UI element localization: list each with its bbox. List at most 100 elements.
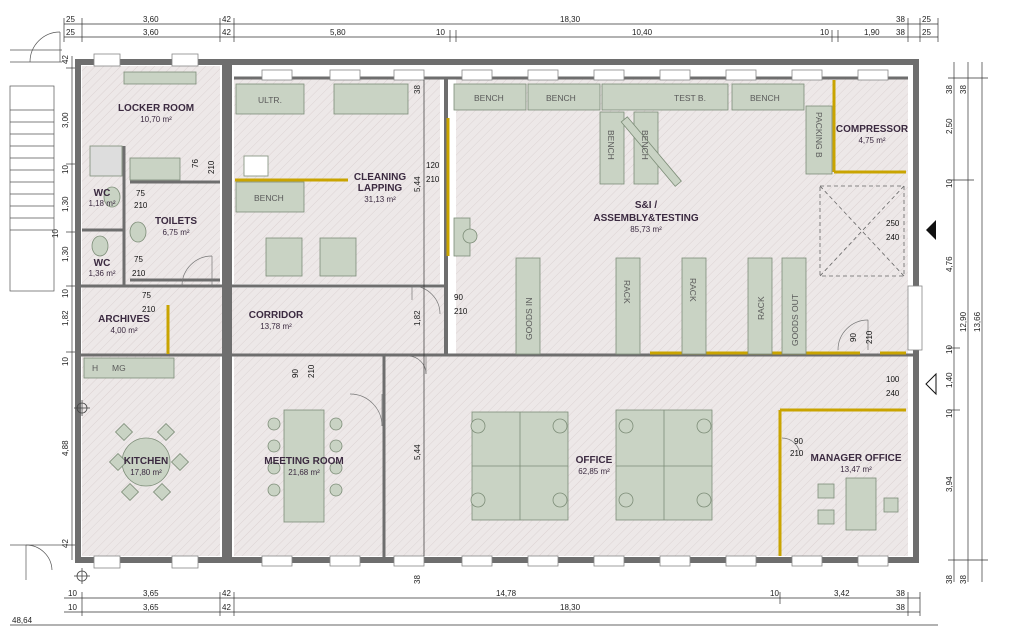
- dim-left-7: 10: [61, 289, 70, 298]
- lapping-machine-1: [265, 237, 303, 277]
- dimension-center-text: 38 5,44 1,82 5,44 38: [413, 85, 422, 584]
- bench3-label: BENCH: [750, 93, 780, 103]
- dimension-bottom: [10, 592, 938, 626]
- rack1-label: RACK: [622, 280, 632, 304]
- dim-right-7: 10: [945, 409, 954, 418]
- locker-room-name: LOCKER ROOM: [118, 103, 194, 114]
- dim-center-5: 38: [413, 575, 422, 584]
- dimension-top-text: 25 3,60 42 18,30 38 25 25 3,60 42 5,80 1…: [66, 15, 931, 37]
- compressor-area: 4,75 m²: [858, 136, 885, 145]
- dim-right-9: 38: [945, 575, 954, 584]
- gate-upper-w: 250: [886, 219, 900, 228]
- door-wc1-h: 210: [134, 201, 148, 210]
- dim-bot2-5: 38: [896, 603, 905, 612]
- sink-mg-label: MG: [112, 363, 126, 373]
- dim-top-5: 38: [896, 15, 905, 24]
- door-toilets-h: 210: [207, 160, 216, 174]
- door-wc2-h: 210: [132, 269, 146, 278]
- door-assembly-w: 90: [454, 293, 463, 302]
- dim-right-8: 3,94: [945, 476, 954, 492]
- door-archives-w: 75: [142, 291, 151, 300]
- dim-top-1: 25: [66, 15, 75, 24]
- compressor-name: COMPRESSOR: [836, 124, 909, 135]
- gate-lower-w: 100: [886, 375, 900, 384]
- doors: [181, 255, 869, 457]
- manager-furniture: [817, 477, 899, 531]
- dim-left-3: 10: [61, 165, 70, 174]
- assembly-furniture: [453, 83, 833, 355]
- dim-left-5: 10: [51, 229, 60, 238]
- dim-left-11: 42: [61, 539, 70, 548]
- dim-left-6: 1,30: [61, 246, 70, 262]
- gate-area: [819, 185, 905, 277]
- toilets-name: TOILETS: [155, 216, 197, 227]
- cleaning-area: 31,13 m²: [364, 195, 396, 204]
- dim-center-3: 1,82: [413, 310, 422, 326]
- dim-top2-4: 5,80: [330, 28, 346, 37]
- dim-bot2-2: 3,65: [143, 603, 159, 612]
- office-furniture: [470, 409, 713, 521]
- dim-overall: 48,64: [12, 616, 33, 625]
- bench-cleaning: [235, 181, 305, 213]
- dim-bot2-1: 10: [68, 603, 77, 612]
- gate-lower-h: 240: [886, 389, 900, 398]
- test-b-label: TEST B.: [674, 93, 706, 103]
- door-wc1-w: 75: [136, 189, 145, 198]
- bench-v2-label: BENCH: [640, 130, 650, 160]
- assembly-area: 85,73 m²: [630, 225, 662, 234]
- office-area: 62,85 m²: [578, 467, 610, 476]
- dim-top2-5: 10: [436, 28, 445, 37]
- door-archives-h: 210: [142, 305, 156, 314]
- assembly-name-1: S&I /: [635, 200, 657, 211]
- dim-top-2: 3,60: [143, 15, 159, 24]
- bench-v1-label: BENCH: [606, 130, 616, 160]
- corridor-name: CORRIDOR: [249, 310, 304, 321]
- toilets-area: 6,75 m²: [162, 228, 189, 237]
- dim-top-6: 25: [922, 15, 931, 24]
- hydrant-symbol: [74, 400, 90, 584]
- dim-top2-9: 38: [896, 28, 905, 37]
- dimension-top: [63, 18, 939, 42]
- door-compressor-w: 90: [849, 333, 858, 342]
- bench-cleaning-label: BENCH: [254, 193, 284, 203]
- dim-top2-8: 1,90: [864, 28, 880, 37]
- dim-bot-5: 10: [770, 589, 779, 598]
- goods-in-label: GOODS IN: [524, 297, 534, 340]
- door-compressor-h: 210: [865, 330, 874, 344]
- locker-room-area: 10,70 m²: [140, 115, 172, 124]
- bench2-label: BENCH: [546, 93, 576, 103]
- door-wc2-w: 75: [134, 255, 143, 264]
- dim-bot-2: 3,65: [143, 589, 159, 598]
- rack2-label: RACK: [688, 278, 698, 302]
- dimension-right: [948, 62, 988, 582]
- dim-top2-6: 10,40: [632, 28, 653, 37]
- dim-center-1: 38: [413, 85, 422, 94]
- lapping-machine-2: [319, 237, 357, 277]
- dim-bot2-3: 42: [222, 603, 231, 612]
- door-cleaning-h: 210: [426, 175, 440, 184]
- dimension-bottom-text: 10 3,65 42 14,78 10 3,42 38 10 3,65 42 1…: [12, 589, 905, 625]
- dim-center-2: 5,44: [413, 176, 422, 192]
- dim-bot-7: 38: [896, 589, 905, 598]
- dim-bot2-4: 18,30: [560, 603, 581, 612]
- dim-right-10: 38: [959, 85, 968, 94]
- locker-furniture: [89, 71, 197, 257]
- packing-b-label: PACKING B: [814, 112, 824, 158]
- assembly-name-2: ASSEMBLY&TESTING: [593, 213, 698, 224]
- bench-top-cleaning: [333, 83, 409, 115]
- meeting-name: MEETING ROOM: [264, 456, 343, 467]
- dimension-right-text: 38 2,50 10 4,76 10 1,40 10 3,94 38 38 12…: [945, 85, 982, 584]
- dim-right-6: 1,40: [945, 372, 954, 388]
- gate-upper-h: 240: [886, 233, 900, 242]
- cleaning-name-2: LAPPING: [358, 183, 403, 194]
- dim-top2-3: 42: [222, 28, 231, 37]
- dim-bot-3: 42: [222, 589, 231, 598]
- door-meeting-h: 210: [307, 364, 316, 378]
- gate-arrow-upper: [926, 220, 936, 240]
- dim-right-2: 2,50: [945, 118, 954, 134]
- manager-area: 13,47 m²: [840, 465, 872, 474]
- gate-arrow-lower: [925, 372, 937, 396]
- door-labels: 76 210 75 210 75 210 75 210 120 210 90 2…: [132, 159, 900, 458]
- corridor-area: 13,78 m²: [260, 322, 292, 331]
